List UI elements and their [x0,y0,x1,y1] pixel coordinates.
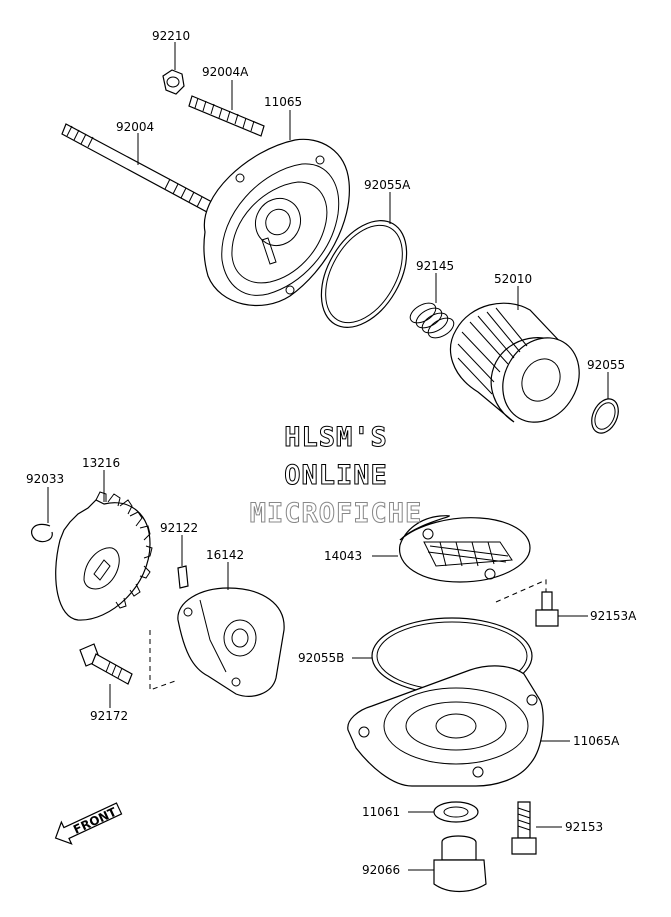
part-label-92153[interactable]: 92153 [565,820,603,834]
part-label-92055B[interactable]: 92055B [298,651,344,665]
part-label-16142[interactable]: 16142 [206,548,244,562]
part-label-92055[interactable]: 92055 [587,358,625,372]
part-label-92122[interactable]: 92122 [160,521,198,535]
o-ring-92055A[interactable] [304,206,424,342]
front-arrow: FRONT [54,802,123,845]
o-ring-92055[interactable] [587,395,624,438]
part-label-14043[interactable]: 14043 [324,549,362,563]
watermark-line-3: MICROFICHE [250,498,423,529]
pump-body-16142[interactable] [177,587,285,697]
pin-92122[interactable] [177,565,189,589]
part-label-92004A[interactable]: 92004A [202,65,249,79]
dash-line [149,630,179,691]
bolt-92153A[interactable] [535,591,559,627]
dash-line-2 [495,579,547,603]
front-arrow-label: FRONT [71,804,119,836]
circlip-92033[interactable] [31,523,53,543]
gear-13216[interactable] [55,491,153,621]
part-label-92172[interactable]: 92172 [90,709,128,723]
watermark-line-1: HLSM'S [284,422,388,453]
screen-14043[interactable] [399,515,531,583]
bolt-92153[interactable] [511,801,537,855]
part-label-52010[interactable]: 52010 [494,272,532,286]
pump-cover-11065[interactable] [203,138,350,307]
part-label-13216[interactable]: 13216 [82,456,120,470]
part-label-92145[interactable]: 92145 [416,259,454,273]
part-label-92153A[interactable]: 92153A [590,609,637,623]
part-label-92210[interactable]: 92210 [152,29,190,43]
part-label-11065A[interactable]: 11065A [573,734,620,748]
stud-92004A[interactable] [188,95,265,137]
part-label-11061[interactable]: 11061 [362,805,400,819]
leader-lines [47,42,609,871]
drain-plug-92066[interactable] [433,835,487,893]
part-label-11065[interactable]: 11065 [264,95,302,109]
washer-11061[interactable] [433,801,479,823]
cover-11065A[interactable] [347,665,544,787]
watermark-line-2: ONLINE [284,460,388,491]
part-label-92033[interactable]: 92033 [26,472,64,486]
spring-92145[interactable] [407,299,457,342]
oil-filter-52010[interactable] [449,302,595,436]
bolt-92172[interactable] [79,643,133,685]
part-label-92055A[interactable]: 92055A [364,178,411,192]
stud-92004[interactable] [61,123,213,213]
part-label-92004[interactable]: 92004 [116,120,154,134]
part-label-92066[interactable]: 92066 [362,863,400,877]
nut-92210[interactable] [162,69,185,95]
